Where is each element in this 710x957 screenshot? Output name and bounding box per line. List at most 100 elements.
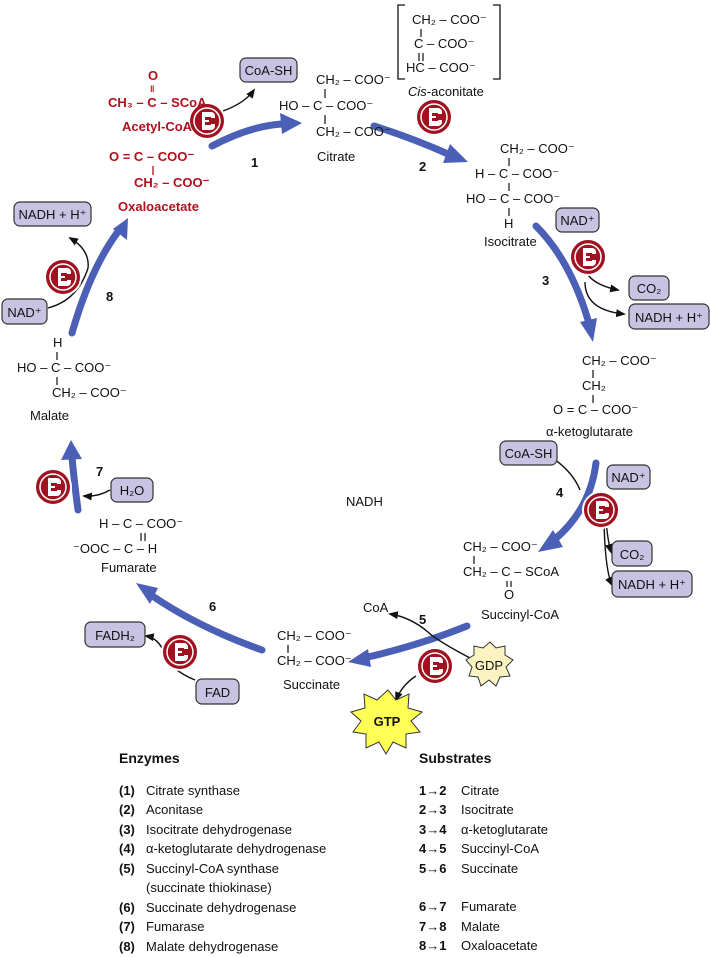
substrate-name: Isocitrate [461,802,514,817]
enzyme-row: (4) α-ketoglutarate dehydrogenase [119,839,326,859]
enzyme-8-icon [44,258,82,296]
svg-text:CH₂ – COO⁻: CH₂ – COO⁻ [500,141,575,156]
malate: H HO – C – COO⁻ CH₂ – COO⁻ Malate [17,335,127,423]
svg-text:CH₂ – COO⁻: CH₂ – COO⁻ [463,539,538,554]
svg-text:‖: ‖ [150,84,154,94]
enzyme-7-icon [34,468,72,506]
svg-text:Fumarate: Fumarate [101,560,157,575]
svg-text:O = C – COO⁻: O = C – COO⁻ [109,149,194,164]
svg-text:GDP: GDP [475,658,503,673]
svg-text:CH₂ – COO⁻: CH₂ – COO⁻ [277,653,352,668]
svg-text:Malate: Malate [30,408,69,423]
step-number-1: 1 [251,155,258,170]
arrowhead-6 [136,583,158,604]
coa-sh-box-step4: CoA-SH [499,440,558,466]
step-7-arrow [68,453,82,514]
svg-text:O: O [148,68,158,83]
substrate-step-pair: 7→8 [419,918,447,934]
enzyme-number: (8) [119,938,135,954]
enzyme-name: α-ketoglutarate dehydrogenase [146,841,327,856]
svg-text:Oxaloacetate: Oxaloacetate [118,199,199,214]
svg-text:Isocitrate: Isocitrate [484,234,537,249]
fadh2-box: FADH₂ [84,621,146,648]
step-numbers: 1 2 3 4 5 6 7 8 [96,155,564,627]
substrate-step-pair: 5→6 [419,860,447,876]
cofactor-boxes: CoA-SH NADH + H⁺ NAD⁺ NAD⁺ CO₂ NADH + H⁺… [1,57,710,705]
arrowhead-7 [61,440,82,460]
enzyme-row: (7)Fumarase [119,917,326,937]
center-nadh-label: NADH [346,494,383,509]
fad-box: FAD [195,678,240,705]
svg-text:CO₂: CO₂ [637,281,662,296]
step-number-3: 3 [542,273,549,288]
arrowhead-1 [280,113,302,134]
enzyme-number: (5) [119,860,135,876]
enzyme-name: Citrate synthase [146,782,240,798]
arrowhead-2 [443,144,468,163]
svg-text:HO – C – COO⁻: HO – C – COO⁻ [279,98,373,113]
enzyme-3-icon [569,238,607,276]
step-number-2: 2 [419,159,426,174]
svg-text:CH₂ – COO⁻: CH₂ – COO⁻ [134,175,210,190]
svg-text:HO – C – COO⁻: HO – C – COO⁻ [466,191,560,206]
svg-text:CH₂ – COO⁻: CH₂ – COO⁻ [277,628,352,643]
substrate-row: 7→8 Malate [419,917,548,937]
svg-text:Citrate: Citrate [317,149,355,164]
step-number-5: 5 [419,612,426,627]
step-1-arrow [208,120,286,150]
enzyme-row: (1)Citrate synthase [119,781,326,801]
svg-text:CH₂: CH₂ [582,378,606,393]
enzyme-row: (8)Malate dehydrogenase [119,937,326,957]
gtp-burst: GTP [349,689,424,755]
enzymes-legend: Enzymes (1)Citrate synthase(2)Aconitase(… [119,749,326,956]
svg-text:H – C – COO⁻: H – C – COO⁻ [475,166,559,181]
svg-text:CoA-SH: CoA-SH [505,446,553,461]
substrate-name: Malate [461,918,501,934]
nadh-box-step3: NADH + H⁺ [628,303,710,330]
step-6-arrow [150,593,266,654]
svg-text:Succinate: Succinate [283,677,340,692]
svg-text:O = C – COO⁻: O = C – COO⁻ [553,402,638,417]
svg-text:NAD⁺: NAD⁺ [611,470,645,485]
enzyme-row: (3)Isocitrate dehydrogenase [119,820,326,840]
svg-text:H: H [53,335,62,350]
enzyme-number: (6) [119,899,135,915]
svg-text:NADH + H⁺: NADH + H⁺ [618,577,686,592]
enzyme-4-icon [582,491,620,529]
svg-text:H₂O: H₂O [120,483,145,498]
enzyme-2-icon [415,98,453,136]
substrate-name: Succinyl-CoA [461,841,540,856]
enzyme-number: (4) [119,841,135,856]
succinyl-coa: CH₂ – COO⁻ CH₂ – C – SCoA O Succinyl-CoA [463,539,559,622]
oxaloacetate: O = C – COO⁻ CH₂ – COO⁻ Oxaloacetate [109,149,210,214]
enzyme-row: (6)Succinate dehydrogenase [119,898,326,918]
svg-text:NADH + H⁺: NADH + H⁺ [19,207,87,222]
svg-text:H – C – COO⁻: H – C – COO⁻ [99,516,183,531]
substrate-row [419,878,548,897]
svg-text:Succinyl-CoA: Succinyl-CoA [481,607,559,622]
h2o-box: H₂O [110,477,154,503]
svg-text:CH₂ – COO⁻: CH₂ – COO⁻ [52,385,127,400]
enzyme-name: Aconitase [146,802,204,817]
svg-text:CO₂: CO₂ [620,547,645,562]
coa-label-step5: CoA [363,600,389,615]
cycle-arrows [68,120,600,661]
svg-text:CH₂ – C – SCoA: CH₂ – C – SCoA [463,564,559,579]
enzyme-5-icon [416,647,454,685]
svg-text:FADH₂: FADH₂ [95,628,135,643]
svg-text:CoA-SH: CoA-SH [245,63,293,78]
co2-box-step3: CO₂ [628,275,670,301]
nad-box-step4: NAD⁺ [606,464,651,490]
co2-box-step4: CO₂ [611,540,653,567]
substrate-step-pair: 3→4 [419,821,447,837]
svg-text:HC – COO⁻: HC – COO⁻ [406,60,476,75]
svg-text:α-ketoglutarate: α-ketoglutarate [546,424,633,439]
enzyme-number: (7) [119,919,135,934]
coa-sh-box-step1: CoA-SH [239,57,298,83]
svg-text:⁻OOC – C – H: ⁻OOC – C – H [73,541,157,556]
substrate-name: Citrate [461,782,500,798]
enzyme-number: (3) [119,821,135,837]
